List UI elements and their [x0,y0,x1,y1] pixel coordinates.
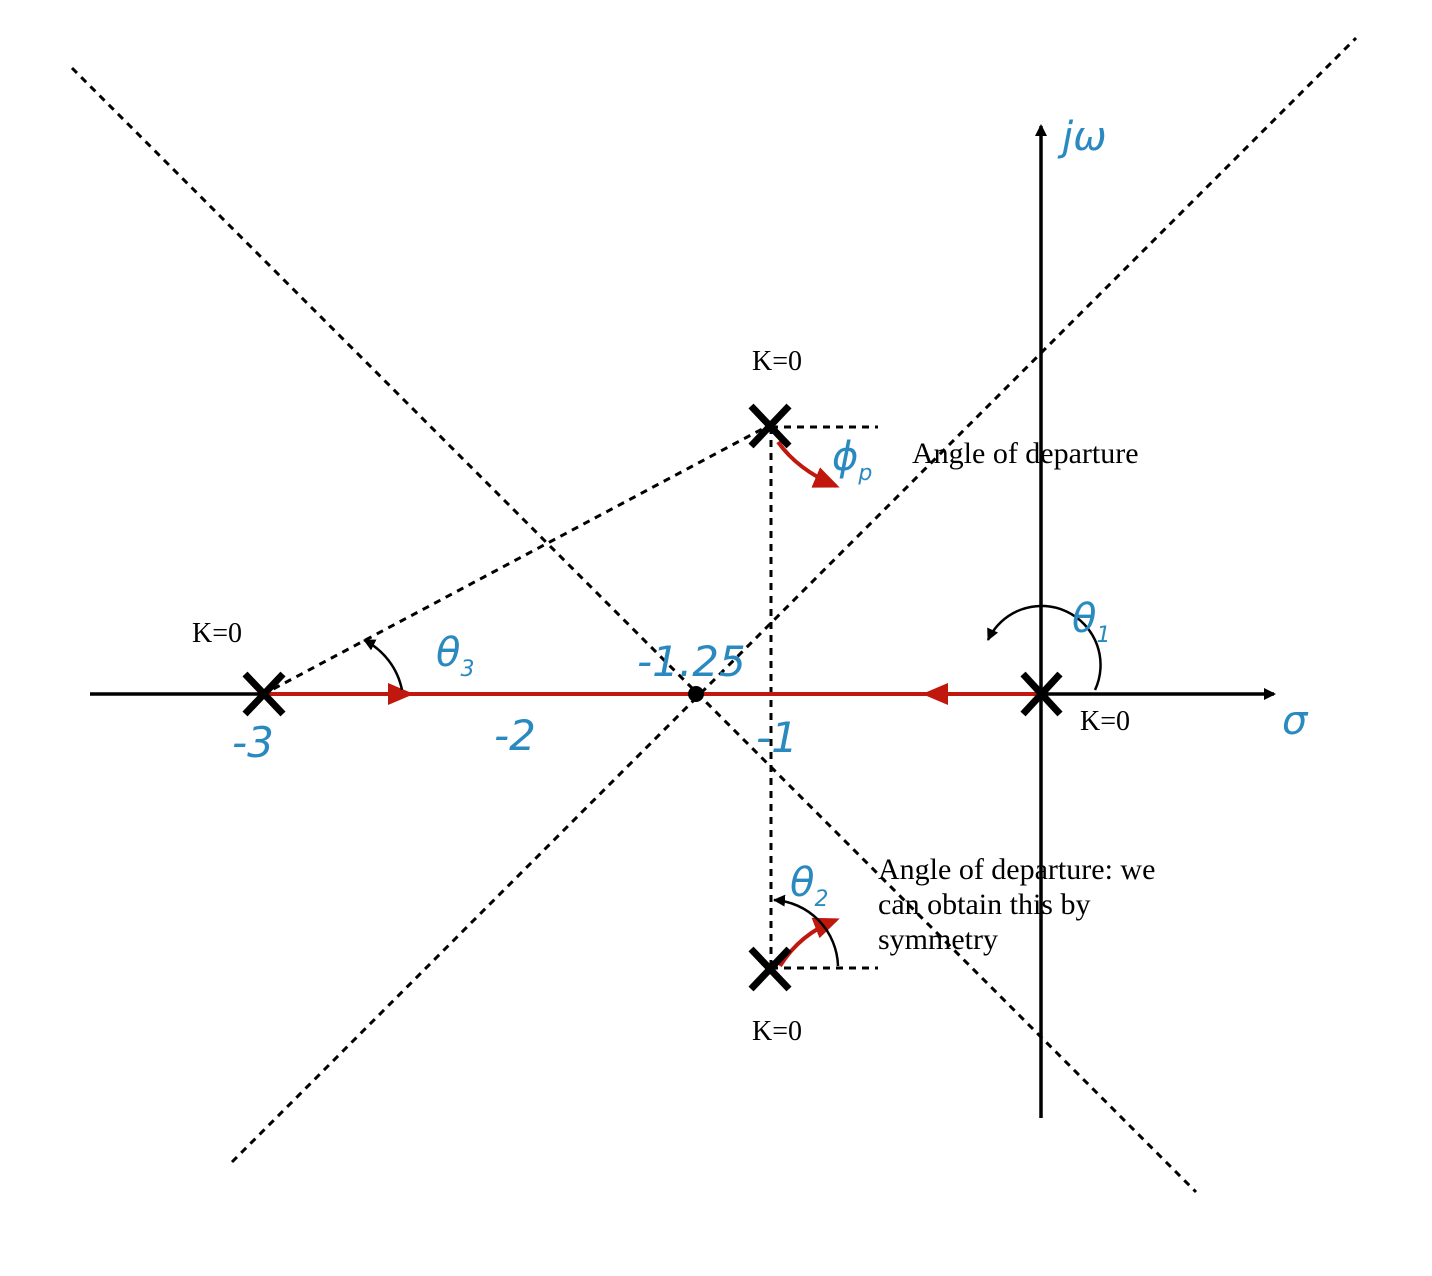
pole-marker-lower [748,946,792,992]
imag-axis-label: jω [1057,114,1107,160]
pole-k-label-minus3: K=0 [192,618,242,649]
centroid-dot [688,686,704,702]
departure-arc-bottom [778,917,840,968]
departure-note-top: Angle of departure [912,437,1139,470]
departure-arc-top [776,440,840,488]
pole-marker-minus3 [242,671,286,717]
real-axis-label: σ [1282,698,1309,744]
theta3-arc [363,638,404,691]
theta3-label: θ3 [436,630,474,682]
theta2-label: θ2 [790,860,828,912]
pole-marker-upper [748,403,792,449]
asymptote-line-45 [230,36,1358,1164]
pole-marker-origin [1020,671,1063,717]
tick-label-minus2: -2 [494,711,536,760]
pole-k-label-origin: K=0 [1080,706,1130,737]
phi-p-label: ϕp [832,434,872,486]
pole-value-minus3: -3 [232,718,274,767]
centroid-label: -1.25 [637,637,746,686]
pole-k-label-upper: K=0 [752,346,802,377]
departure-note-bottom-line3: symmetry [878,923,998,956]
theta1-arc [986,604,1102,691]
construction-line-from-minus3 [261,425,767,697]
departure-note-bottom-line1: Angle of departure: we [878,853,1155,886]
theta1-label: θ1 [1072,596,1110,648]
theta2-arc [773,894,840,967]
departure-note-bottom-line2: can obtain this by [878,888,1090,921]
tick-label-minus1: -1 [756,713,798,762]
pole-k-label-lower: K=0 [752,1016,802,1047]
asymptote-line-135 [70,66,1198,1194]
